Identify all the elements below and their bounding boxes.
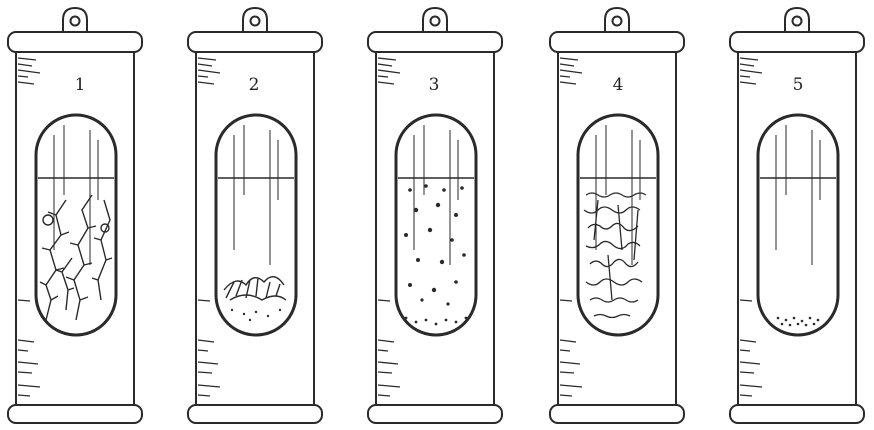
tube-5-label: 5: [793, 75, 804, 95]
tube-1-label: 1: [75, 75, 86, 95]
tube-3: 3: [368, 8, 502, 423]
tube-1-contents: [40, 195, 112, 320]
tube-5: 5: [730, 8, 864, 423]
tube-2: 2: [188, 8, 322, 423]
tube-2-label: 2: [249, 75, 260, 95]
tube-5-contents: [777, 317, 820, 327]
tube-2-contents: [224, 277, 286, 322]
tube-4: 4: [550, 8, 684, 423]
tube-4-label: 4: [613, 75, 624, 95]
tube-1: 1: [8, 8, 142, 423]
tube-3-label: 3: [429, 75, 440, 95]
tube-4-contents: [584, 193, 646, 318]
